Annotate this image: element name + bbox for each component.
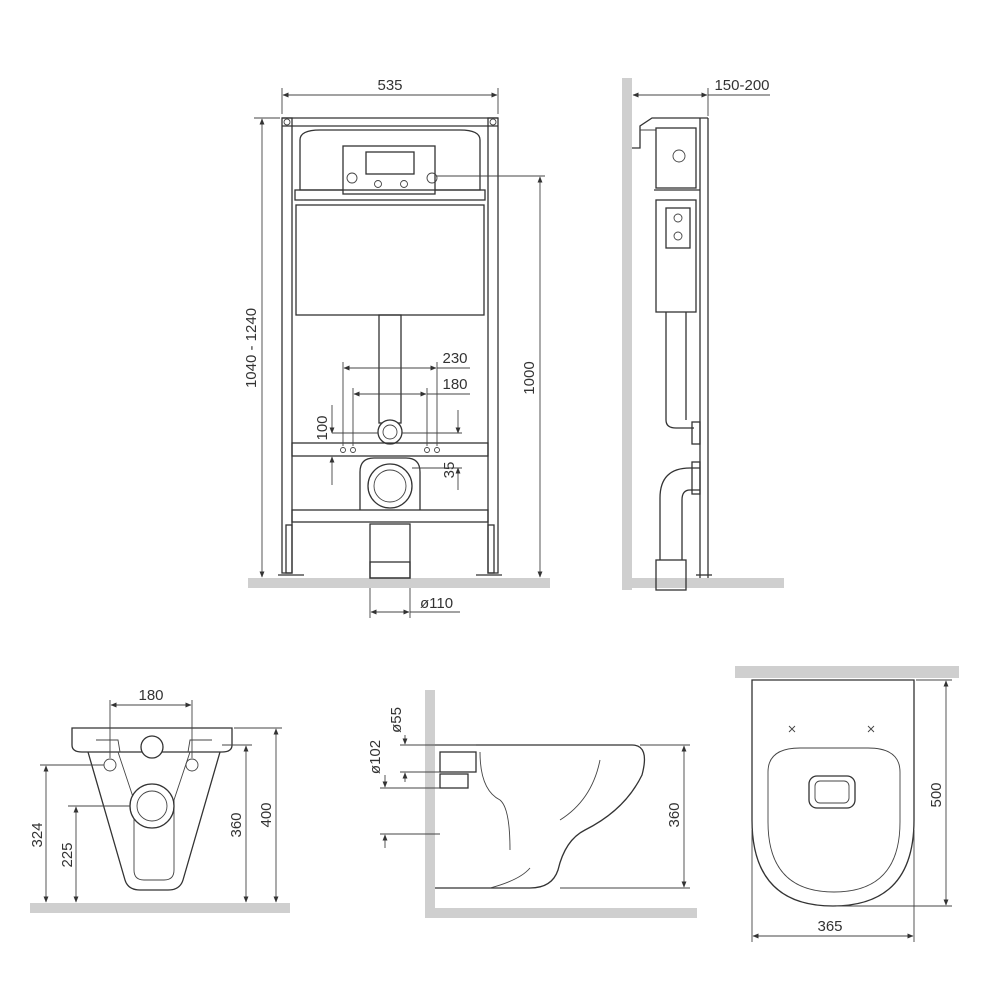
button-height-label: 1000 — [521, 361, 538, 394]
bowl-side-wall — [425, 690, 435, 918]
bowl-front-floor — [30, 903, 290, 913]
installation-frame-side-view: 150-200 — [622, 77, 784, 591]
inlet-height-label: 100 — [314, 415, 331, 440]
bowl-front-view: 180 324 225 360 400 — [29, 687, 290, 913]
seat-hinge-pad — [808, 775, 856, 809]
frame-height-label: 1040 - 1240 — [243, 308, 260, 388]
frame-left-upright — [281, 117, 293, 574]
inlet-connector — [140, 735, 164, 759]
outlet-diameter-label: ø102 — [367, 740, 384, 774]
side-floor — [622, 578, 784, 588]
side-wall — [622, 78, 632, 590]
cistern-side-top — [655, 127, 697, 189]
frame-width-label: 535 — [377, 77, 402, 94]
rim-height-label: 360 — [666, 802, 683, 827]
floor-slab — [248, 578, 550, 588]
frame-right-upright — [487, 117, 499, 574]
bowl-side-view: ø55 ø102 360 — [367, 690, 697, 918]
height-360-label: 360 — [228, 812, 245, 837]
height-324-label: 324 — [29, 822, 46, 847]
inlet-diameter-label: ø55 — [388, 707, 405, 733]
installation-frame-front-view: 535 1040 - 1240 1000 230 180 100 35 — [243, 77, 550, 618]
bowl-top-view: 500 365 — [735, 666, 959, 942]
cistern-tank — [295, 204, 485, 316]
mount-spacing-label: 180 — [138, 687, 163, 704]
height-400-label: 400 — [258, 802, 275, 827]
bolt-spacing-inner-label: 180 — [442, 376, 467, 393]
drain-diameter-label: ø110 — [420, 595, 453, 612]
flush-outlet — [377, 419, 403, 445]
bowl-top-wall — [735, 666, 959, 678]
flush-pipe — [378, 314, 402, 424]
bowl-side-floor — [425, 908, 697, 918]
drain-pipe — [369, 523, 411, 579]
bowl-length-label: 500 — [928, 782, 945, 807]
bolt-spacing-outer-label: 230 — [442, 350, 467, 367]
outlet-offset-label: 35 — [441, 462, 458, 479]
bowl-width-label: 365 — [817, 918, 842, 935]
height-225-label: 225 — [59, 842, 76, 867]
wall-depth-label: 150-200 — [714, 77, 769, 94]
drain-outlet — [367, 463, 413, 509]
